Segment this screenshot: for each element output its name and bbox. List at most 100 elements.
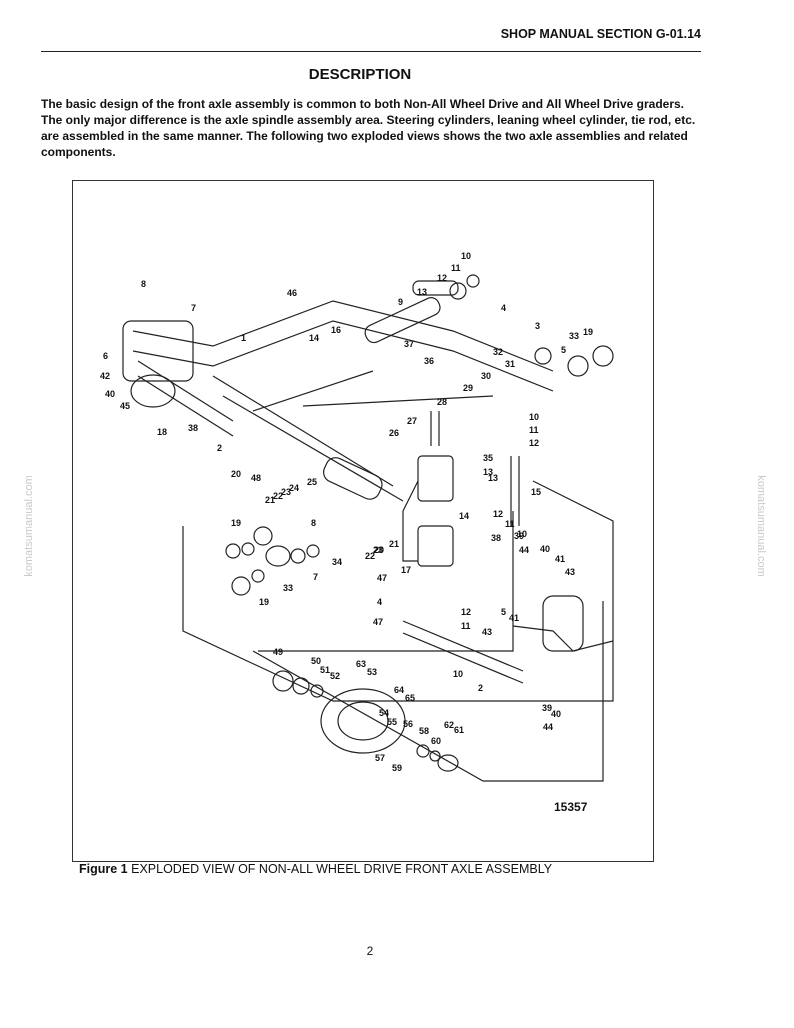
callout-label: 18 xyxy=(157,427,167,437)
callout-label: 48 xyxy=(251,473,261,483)
callout-label: 38 xyxy=(491,533,501,543)
callout-label: 58 xyxy=(419,726,429,736)
callout-label: 54 xyxy=(379,708,389,718)
callout-label: 39 xyxy=(542,703,552,713)
callout-label: 47 xyxy=(373,617,383,627)
callout-label: 2 xyxy=(217,443,222,453)
callout-label: 22 xyxy=(365,551,375,561)
callout-label: 19 xyxy=(259,597,269,607)
callout-label: 43 xyxy=(565,567,575,577)
intro-paragraph: The basic design of the front axle assem… xyxy=(41,97,696,159)
callout-label: 32 xyxy=(493,347,503,357)
callout-label: 11 xyxy=(451,263,461,273)
figure-caption: Figure 1 EXPLODED VIEW OF NON-ALL WHEEL … xyxy=(79,862,552,876)
callout-label: 2 xyxy=(478,683,483,693)
callout-label: 28 xyxy=(437,397,447,407)
callout-label: 10 xyxy=(461,251,471,261)
callout-label: 11 xyxy=(505,519,515,529)
figure-caption-text: EXPLODED VIEW OF NON-ALL WHEEL DRIVE FRO… xyxy=(131,862,553,876)
callout-label: 19 xyxy=(231,518,241,528)
callout-label: 51 xyxy=(320,665,330,675)
callout-label: 43 xyxy=(482,627,492,637)
callout-label: 9 xyxy=(398,297,403,307)
watermark-right: komatsumanual.com xyxy=(754,475,767,577)
callout-label: 31 xyxy=(505,359,515,369)
callout-label: 49 xyxy=(273,647,283,657)
callout-label: 55 xyxy=(387,717,397,727)
callout-label: 40 xyxy=(540,544,550,554)
callout-label: 56 xyxy=(403,719,413,729)
callout-label: 40 xyxy=(105,389,115,399)
callout-label: 5 xyxy=(561,345,566,355)
callout-label: 44 xyxy=(519,545,529,555)
callout-label: 65 xyxy=(405,693,415,703)
callout-label: 14 xyxy=(459,511,469,521)
callout-label: 12 xyxy=(529,438,539,448)
figure-number: 15357 xyxy=(554,800,588,814)
callout-label: 17 xyxy=(401,565,411,575)
callout-label: 23 xyxy=(373,545,383,555)
callout-label: 21 xyxy=(265,495,275,505)
callout-label: 36 xyxy=(424,356,434,366)
exploded-view-drawing: 10 11 12 13 9 8 46 7 6 42 40 45 18 38 1 … xyxy=(100,251,614,782)
callout-label: 40 xyxy=(551,709,561,719)
callout-label: 26 xyxy=(389,428,399,438)
callout-label: 11 xyxy=(529,425,539,435)
callout-label: 53 xyxy=(367,667,377,677)
callout-label: 30 xyxy=(481,371,491,381)
callout-label: 24 xyxy=(289,483,299,493)
callout-label: 21 xyxy=(389,539,399,549)
callout-label: 6 xyxy=(103,351,108,361)
callout-label: 7 xyxy=(313,572,318,582)
watermark-left: komatsumanual.com xyxy=(22,475,35,577)
callout-label: 61 xyxy=(454,725,464,735)
callout-label: 46 xyxy=(287,288,297,298)
callout-label: 7 xyxy=(191,303,196,313)
page-title: DESCRIPTION xyxy=(308,66,412,83)
callout-label: 15 xyxy=(531,487,541,497)
callout-label: 20 xyxy=(231,469,241,479)
callout-label: 10 xyxy=(453,669,463,679)
callout-label: 20 xyxy=(374,545,384,555)
page-number: 2 xyxy=(366,944,374,958)
callout-label: 37 xyxy=(404,339,414,349)
callout-label: 41 xyxy=(555,554,565,564)
callout-label: 3 xyxy=(535,321,540,331)
header-rule xyxy=(41,51,701,52)
callout-label: 4 xyxy=(377,597,382,607)
callout-label: 42 xyxy=(100,371,110,381)
callout-label: 38 xyxy=(188,423,198,433)
callout-label: 12 xyxy=(437,273,447,283)
callout-label: 23 xyxy=(281,487,291,497)
callout-label: 34 xyxy=(332,557,342,567)
callout-labels: 10 11 12 13 9 8 46 7 6 42 40 45 18 38 1 … xyxy=(100,251,593,773)
callout-label: 35 xyxy=(483,453,493,463)
callout-label: 16 xyxy=(331,325,341,335)
callout-label: 39 xyxy=(514,531,524,541)
callout-label: 13 xyxy=(417,287,427,297)
callout-label: 45 xyxy=(120,401,130,411)
callout-label: 29 xyxy=(463,383,473,393)
callout-label: 60 xyxy=(431,736,441,746)
callout-label: 64 xyxy=(394,685,404,695)
callout-label: 12 xyxy=(493,509,503,519)
callout-label: 25 xyxy=(307,477,317,487)
callout-label: 59 xyxy=(392,763,402,773)
exploded-view-figure: 10 11 12 13 9 8 46 7 6 42 40 45 18 38 1 … xyxy=(72,180,654,862)
callout-label: 10 xyxy=(529,412,539,422)
section-header: SHOP MANUAL SECTION G-01.14 xyxy=(500,27,701,41)
callout-label: 8 xyxy=(141,279,146,289)
callout-label: 13 xyxy=(488,473,498,483)
callout-label: 57 xyxy=(375,753,385,763)
callout-label: 52 xyxy=(330,671,340,681)
callout-label: 12 xyxy=(461,607,471,617)
callout-label: 8 xyxy=(311,518,316,528)
callout-label: 33 xyxy=(283,583,293,593)
figure-caption-label: Figure 1 xyxy=(79,862,128,876)
callout-label: 33 xyxy=(569,331,579,341)
callout-label: 47 xyxy=(377,573,387,583)
callout-label: 62 xyxy=(444,720,454,730)
callout-label: 63 xyxy=(356,659,366,669)
callout-label: 11 xyxy=(461,621,471,631)
callout-label: 22 xyxy=(273,491,283,501)
